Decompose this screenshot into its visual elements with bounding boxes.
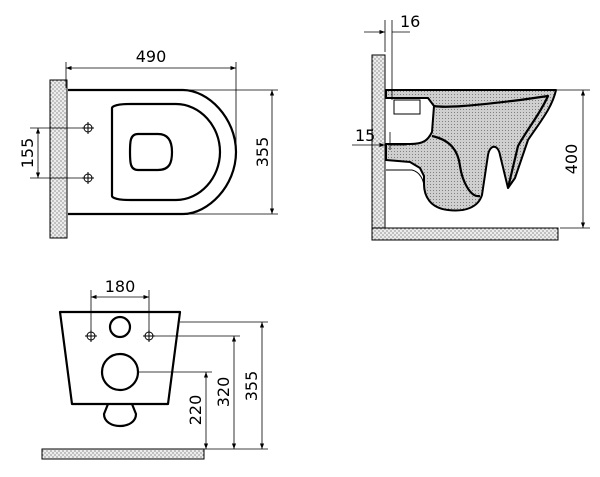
outlet-circle (100, 352, 140, 392)
side-view-wall (371, 54, 386, 241)
bowl-top-outline (68, 88, 238, 216)
bowl-front-outline (58, 310, 182, 406)
trap-front-outline (102, 403, 138, 428)
outlet-pipe (386, 169, 425, 189)
dim-inlet-height-label: 220 (186, 395, 205, 426)
dim-top-offset-label: 16 (400, 12, 420, 31)
dim-front-bolt-spacing-label: 180 (105, 277, 136, 296)
bowl-cross-section (385, 89, 557, 212)
inlet-recess (393, 99, 421, 115)
dim-height-label: 400 (562, 144, 581, 175)
top-view-wall (49, 79, 68, 239)
dim-total-height-label: 355 (242, 371, 261, 402)
bowl-inner-surface (433, 94, 550, 189)
side-view: 16 15 400 (352, 12, 590, 241)
dim-bolt-spacing-label: 155 (18, 138, 37, 169)
front-view: 180 220 320 355 (41, 277, 268, 460)
water-inlet-circle (108, 315, 132, 339)
dim-depth-label: 355 (253, 137, 272, 168)
dim-bolt-height-label: 320 (214, 377, 233, 408)
seat-outline (110, 102, 222, 202)
side-view-floor (371, 227, 559, 241)
dim-outlet-offset-label: 15 (355, 126, 375, 145)
bowl-opening-outline (128, 132, 174, 172)
front-view-floor (41, 448, 205, 460)
dim-width-label: 490 (136, 47, 167, 66)
top-view: 490 355 155 (18, 47, 278, 239)
top-mount-bolts (82, 122, 94, 184)
trapway-inner (431, 134, 481, 198)
